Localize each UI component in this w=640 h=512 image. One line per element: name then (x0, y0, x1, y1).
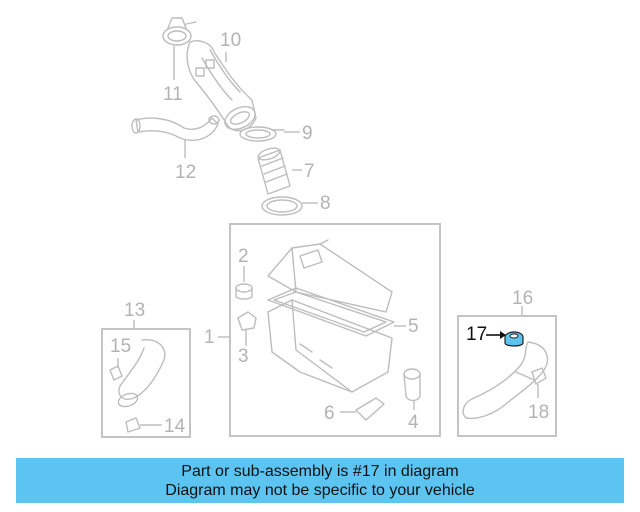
callout-9: 9 (302, 123, 313, 144)
callout-18: 18 (528, 402, 549, 423)
mount-part-3 (237, 311, 257, 331)
clamp-part-9 (239, 126, 285, 142)
callout-2: 2 (238, 246, 249, 267)
callout-8: 8 (320, 193, 331, 214)
grommet-part-17 (504, 331, 524, 347)
callout-17[interactable]: 17 (466, 324, 487, 345)
bracket-part-14 (125, 417, 141, 433)
callout-1: 1 (204, 327, 215, 348)
clip-part-18 (531, 367, 547, 385)
air-cleaner-box (229, 223, 441, 437)
callout-16: 16 (512, 288, 533, 309)
banner-line-1: Part or sub-assembly is #17 in diagram (181, 462, 459, 480)
sleeve-part-7 (257, 147, 291, 195)
callout-12: 12 (175, 162, 196, 183)
pad-part-6 (355, 397, 385, 421)
callout-13: 13 (124, 300, 145, 321)
group-box-16 (457, 315, 557, 437)
callout-10: 10 (220, 30, 241, 51)
group-box-13 (101, 328, 191, 438)
intake-duct-part-10 (186, 40, 257, 132)
callout-4: 4 (408, 412, 419, 433)
callout-3: 3 (238, 346, 249, 367)
callout-14: 14 (164, 416, 186, 437)
callout-15: 15 (110, 336, 131, 357)
hose-part-12 (131, 115, 220, 142)
callout-11: 11 (163, 84, 183, 105)
grommet-part-2 (235, 283, 253, 300)
callout-5: 5 (408, 316, 419, 337)
hose-part-16 (462, 341, 549, 420)
banner-line-2: Diagram may not be specific to your vehi… (165, 481, 475, 499)
filter-element-part-5 (267, 287, 395, 337)
resonator-hose-part-15 (109, 339, 166, 408)
air-cleaner-body-part (267, 299, 393, 393)
hose-part-4 (403, 368, 421, 402)
info-banner: Part or sub-assembly is #17 in diagram D… (16, 458, 624, 503)
callout-7: 7 (304, 161, 315, 182)
gasket-part-8 (261, 196, 303, 216)
clamp-part-11 (162, 17, 197, 46)
arrow-icon (500, 331, 506, 339)
air-cleaner-cover-part (267, 239, 393, 313)
callout-6: 6 (324, 403, 335, 424)
